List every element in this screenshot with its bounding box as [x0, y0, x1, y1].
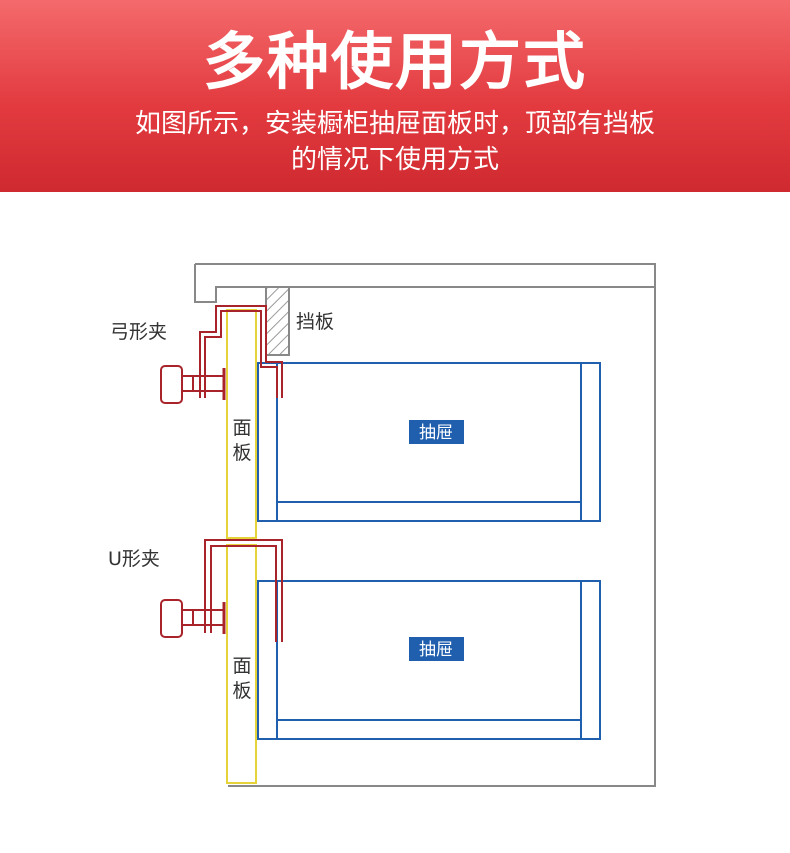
drawer-label-top: 抽屉 — [419, 423, 453, 443]
panel-bottom-label-1: 面 — [232, 655, 251, 677]
panel-top-label-1: 面 — [232, 417, 251, 439]
subtitle-line-2: 的情况下使用方式 — [290, 145, 499, 175]
u-clamp-label: U形夹 — [108, 548, 160, 570]
u-clamp — [160, 539, 283, 642]
bow-clamp — [160, 305, 283, 404]
cabinet-outline — [194, 263, 656, 787]
drawer-label-bg-top — [409, 420, 464, 444]
drawer-top — [257, 362, 601, 522]
panel-top-label-2: 板 — [232, 442, 251, 464]
baffle — [265, 286, 290, 356]
panel-bottom-label-2: 板 — [232, 680, 251, 702]
page-title: 多种使用方式 — [202, 25, 587, 98]
header-banner: 多种使用方式 如图所示，安装橱柜抽屉面板时，顶部有挡板 的情况下使用方式 — [0, 0, 790, 192]
drawer-label-bottom: 抽屉 — [419, 640, 453, 660]
bow-clamp-label: 弓形夹 — [110, 321, 167, 343]
subtitle-line-1: 如图所示，安装橱柜抽屉面板时，顶部有挡板 — [134, 109, 655, 139]
baffle-label: 挡板 — [296, 311, 334, 333]
drawer-label-bg-bottom — [409, 637, 464, 661]
panel-top — [226, 309, 257, 539]
